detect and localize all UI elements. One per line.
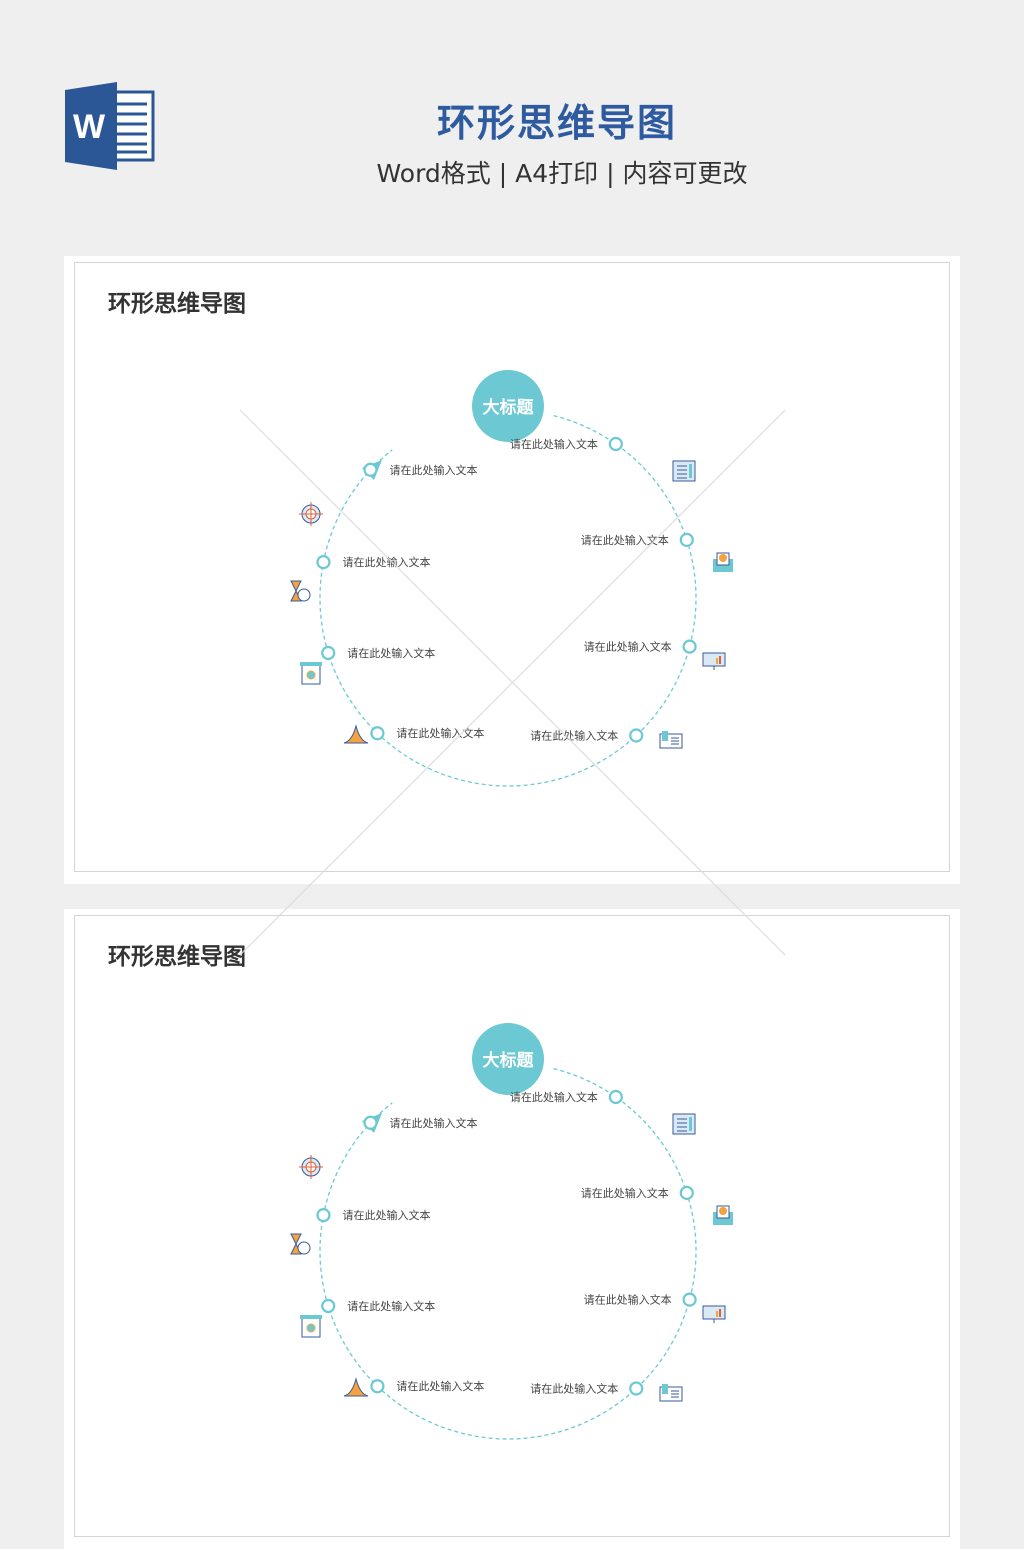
node-marker <box>682 1292 697 1307</box>
target-yen-icon <box>299 502 323 526</box>
mind-map-node[interactable]: 请在此处输入文本 <box>581 532 733 572</box>
document-page-1: 环形思维导图 大标题请在此处输入文本请在此处输入文本请在此处输入文本请在此处输入… <box>64 256 960 884</box>
page-subtitle: Word格式 | A4打印 | 内容可更改 <box>376 159 748 188</box>
mind-map-node[interactable]: 请在此处输入文本 <box>343 1377 484 1397</box>
envelope-badge-icon <box>713 552 733 572</box>
presentation-chart-icon <box>702 652 726 670</box>
presentation-chart-icon <box>702 1305 726 1323</box>
mind-map-node[interactable]: 请在此处输入文本 <box>530 1381 683 1402</box>
page-title: 环形思维导图 <box>436 101 677 145</box>
certificate-icon <box>300 662 322 685</box>
bell-curve-icon <box>343 1377 369 1397</box>
clipboard-icon <box>672 460 696 482</box>
diagram-title: 环形思维导图 <box>108 944 246 970</box>
node-marker <box>321 645 336 661</box>
mind-map-node[interactable]: 请在此处输入文本 <box>290 1208 430 1255</box>
center-topic-label: 大标题 <box>483 397 535 418</box>
node-text[interactable]: 请在此处输入文本 <box>396 726 484 740</box>
node-marker <box>321 1298 336 1314</box>
node-text[interactable]: 请在此处输入文本 <box>342 555 430 569</box>
certificate-icon <box>300 1315 322 1338</box>
circular-mind-map: 大标题请在此处输入文本请在此处输入文本请在此处输入文本请在此处输入文本请在此处输… <box>290 370 733 787</box>
mind-map-node[interactable]: 请在此处输入文本 <box>290 555 430 602</box>
mind-map-node[interactable]: 请在此处输入文本 <box>584 639 726 670</box>
node-marker <box>370 1379 385 1394</box>
center-topic[interactable]: 大标题 <box>472 1023 544 1095</box>
mind-map-node[interactable]: 请在此处输入文本 <box>510 1089 696 1135</box>
id-card-list-icon <box>659 1384 683 1402</box>
circular-mind-map: 大标题请在此处输入文本请在此处输入文本请在此处输入文本请在此处输入文本请在此处输… <box>290 1023 733 1440</box>
node-text[interactable]: 请在此处输入文本 <box>390 463 478 477</box>
id-card-list-icon <box>659 731 683 749</box>
bell-curve-icon <box>343 724 369 744</box>
mind-map-node[interactable]: 请在此处输入文本 <box>299 462 478 526</box>
document-page-2: 环形思维导图 大标题请在此处输入文本请在此处输入文本请在此处输入文本请在此处输入… <box>64 909 960 1549</box>
node-text[interactable]: 请在此处输入文本 <box>584 640 672 654</box>
node-text[interactable]: 请在此处输入文本 <box>510 437 598 451</box>
center-topic[interactable]: 大标题 <box>472 370 544 442</box>
node-text[interactable]: 请在此处输入文本 <box>510 1090 598 1104</box>
node-text[interactable]: 请在此处输入文本 <box>396 1379 484 1393</box>
hourglass-clock-icon <box>290 580 311 602</box>
node-marker <box>629 728 644 743</box>
node-marker <box>363 462 378 477</box>
mind-map-node[interactable]: 请在此处输入文本 <box>299 1115 478 1179</box>
node-text[interactable]: 请在此处输入文本 <box>347 646 435 660</box>
mind-map-node[interactable]: 请在此处输入文本 <box>581 1185 733 1225</box>
mind-map-node[interactable]: 请在此处输入文本 <box>300 1298 435 1338</box>
node-text[interactable]: 请在此处输入文本 <box>581 1186 669 1200</box>
node-text[interactable]: 请在此处输入文本 <box>347 1299 435 1313</box>
node-marker <box>608 436 623 452</box>
node-text[interactable]: 请在此处输入文本 <box>584 1293 672 1307</box>
diagram-title: 环形思维导图 <box>108 291 246 317</box>
node-text[interactable]: 请在此处输入文本 <box>581 533 669 547</box>
clipboard-icon <box>672 1113 696 1135</box>
word-logo: W <box>65 82 155 170</box>
center-topic-label: 大标题 <box>483 1050 535 1071</box>
envelope-badge-icon <box>713 1205 733 1225</box>
mind-map-node[interactable]: 请在此处输入文本 <box>584 1292 726 1323</box>
node-marker <box>629 1381 644 1396</box>
node-marker <box>316 555 331 570</box>
hourglass-clock-icon <box>290 1233 311 1255</box>
target-yen-icon <box>299 1155 323 1179</box>
node-marker <box>363 1115 378 1130</box>
node-marker <box>370 726 385 741</box>
node-marker <box>682 639 697 654</box>
node-text[interactable]: 请在此处输入文本 <box>390 1116 478 1130</box>
node-marker <box>316 1208 331 1223</box>
node-marker <box>679 1185 694 1201</box>
node-text[interactable]: 请在此处输入文本 <box>530 728 618 742</box>
node-marker <box>608 1089 623 1105</box>
logo-letter: W <box>73 108 106 146</box>
mind-map-node[interactable]: 请在此处输入文本 <box>530 728 683 749</box>
dashed-ring <box>319 1067 697 1440</box>
mind-map-node[interactable]: 请在此处输入文本 <box>343 724 484 744</box>
node-marker <box>679 532 694 548</box>
node-text[interactable]: 请在此处输入文本 <box>530 1381 618 1395</box>
mind-map-node[interactable]: 请在此处输入文本 <box>300 645 435 685</box>
mind-map-node[interactable]: 请在此处输入文本 <box>510 436 696 482</box>
node-text[interactable]: 请在此处输入文本 <box>342 1208 430 1222</box>
